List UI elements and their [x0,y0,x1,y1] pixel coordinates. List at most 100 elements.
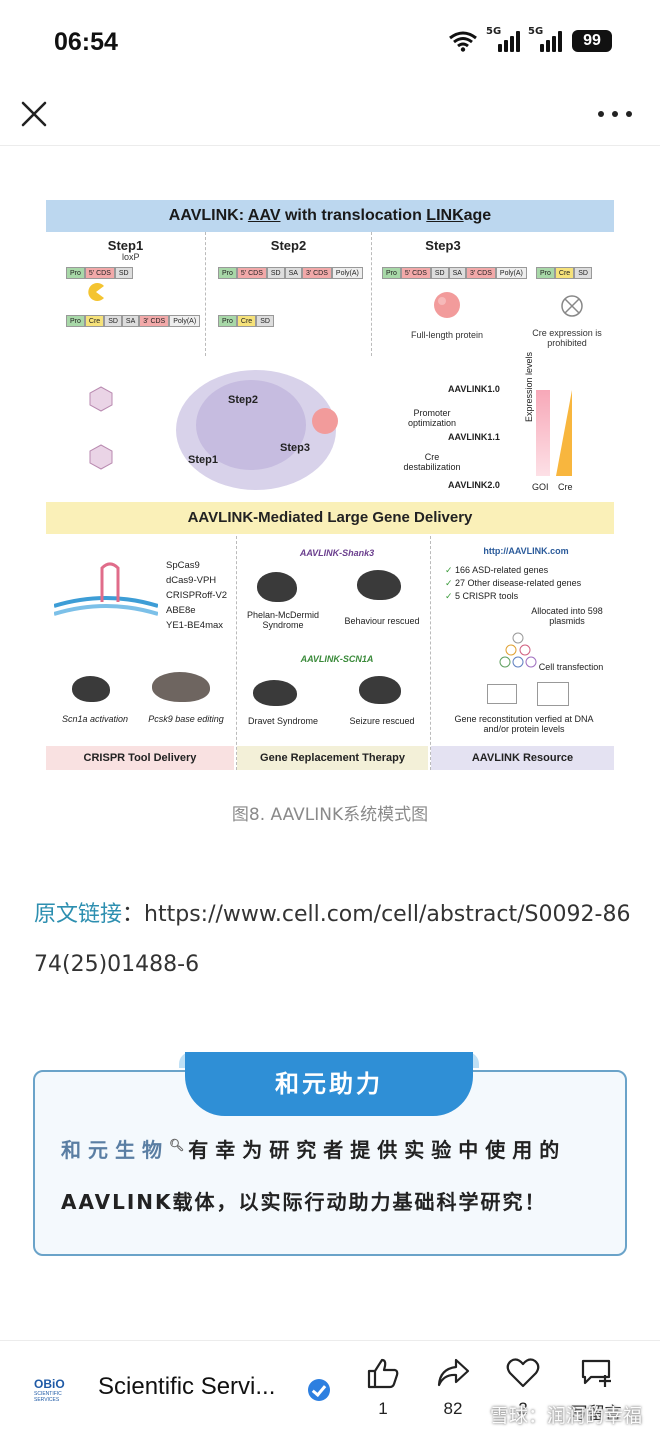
version-note: Promoter optimization [407,408,457,428]
account-logo[interactable]: OBiO SCIENTIFIC SERVICES [34,1377,65,1403]
status-bar: 06:54 5G 5G 99 [0,0,660,86]
crispr-panel: SpCas9 dCas9-VPH CRISPRoff-V2 ABE8e YE1-… [46,536,234,770]
crispr-example: Scn1a activation [61,714,129,724]
full-length-caption: Full-length protein [410,330,484,340]
step1-panel: Step1 loxP Pro 5' CDS SD Pro Cre SD SA 3… [46,232,206,356]
protein-icon [312,408,338,434]
cassette: Pro 5' CDS SD SA 3' CDS Poly(A) [218,266,363,280]
cassette: Pro 5' CDS SD [66,266,133,280]
verified-badge-icon [308,1379,330,1401]
version-panel: AAVLINK1.0 Promoter optimization AAVLINK… [396,352,606,500]
step-title: Step2 [270,238,307,253]
share-button[interactable]: 82 [428,1357,478,1419]
step3-panel: Step3 Pro 5' CDS SD SA 3' CDS Poly(A) Pr… [372,232,614,356]
blot-image [537,682,569,706]
steps-row: Step1 loxP Pro 5' CDS SD Pro Cre SD SA 3… [46,232,614,356]
expression-axis-label: Expression levels [524,351,534,422]
crispr-dna-illustration [54,562,158,616]
mechanism-panel: Step2 Step1 Step3 AAVLINK1.0 Promoter op… [46,352,614,500]
share-icon [437,1358,470,1387]
status-icons: 5G 5G 99 [448,26,612,52]
resource-list: ✓ 166 ASD-related genes ✓ 27 Other disea… [445,565,582,601]
watermark: 雪球：润润的幸福 [489,1405,642,1427]
battery-indicator: 99 [572,30,612,52]
resource-transfection: Cell transfection [538,662,604,672]
scn1a-title: AAVLINK-SCN1A [300,654,374,664]
gene-therapy-panel: AAVLINK-Shank3 Phelan-McDermid Syndrome … [236,536,428,770]
cassette: Pro Cre SD SA 3' CDS Poly(A) [66,314,201,328]
scn1a-outcome: Seizure rescued [349,716,415,726]
share-count: 82 [443,1399,463,1418]
mouse-illustration [152,672,210,702]
source-link-label: 原文链接 [34,902,123,927]
mouse-illustration [359,676,401,704]
scn1a-condition: Dravet Syndrome [247,716,319,726]
plasmid-pyramid-icon [499,632,537,668]
version-label: AAVLINK2.0 [448,480,500,490]
cre-expression-bar [556,390,572,476]
comment-add-icon [581,1359,611,1387]
figure-header: AAVLINK: AAV with translocation LINKage [46,200,614,232]
loxp-label: loxP [122,252,140,262]
crispr-example: Pcsk9 base editing [148,714,224,724]
more-options-icon[interactable] [598,108,632,120]
cell-signal-icon: 5G [486,26,520,52]
mouse-illustration [72,676,110,702]
aav-virus-icon [89,386,113,412]
step2-label: Step2 [228,394,258,406]
heart-icon [506,1358,540,1388]
mouse-illustration [253,680,297,706]
favorite-button[interactable]: 2 [498,1357,548,1419]
favorite-count: 2 [518,1399,528,1418]
cell-signal-icon: 5G [528,26,562,52]
cassette: Pro 5' CDS SD SA 3' CDS Poly(A) [382,266,527,280]
resource-allocated: Allocated into 598 plasmids [531,606,603,626]
panel-footer: AAVLINK Resource [431,746,614,770]
search-icon[interactable]: 🔍︎ [169,1138,185,1153]
prohibited-icon [561,295,583,317]
version-note: Cre destabilization [403,452,461,472]
cre-prohibited-caption: Cre expression is prohibited [532,328,602,348]
card-text-line: 和元生物🔍︎有幸为研究者提供实验中使用的 [61,1138,567,1162]
like-button[interactable]: 1 [358,1357,408,1419]
source-link-paragraph: 原文链接：https://www.cell.com/cell/abstract/… [34,902,631,977]
comment-button[interactable]: 写留言 [566,1357,626,1424]
card-text-line: AAVLINK载体，以实际行动助力基础科学研究！ [61,1190,547,1214]
wifi-icon [449,31,477,52]
resource-reconstitution: Gene reconstitution verfied at DNA and/o… [454,714,594,734]
top-nav [0,86,660,146]
like-count: 1 [378,1399,388,1418]
card-title: 和元助力 [275,1070,383,1098]
close-icon[interactable] [18,98,50,130]
panel-footer: Gene Replacement Therapy [237,746,428,770]
crispr-tools-list: SpCas9 dCas9-VPH CRISPRoff-V2 ABE8e YE1-… [166,560,228,631]
resource-panel: http://AAVLINK.com ✓ 166 ASD-related gen… [430,536,614,770]
step3-label: Step3 [280,442,310,454]
source-link-url[interactable]: https://www.cell.com/cell/abstract/S0092… [34,902,631,977]
brand-link[interactable]: 和元生物 [61,1138,169,1162]
bottom-bar: OBiO SCIENTIFIC SERVICES Scientific Serv… [0,1340,660,1438]
step2-panel: Step2 Pro 5' CDS SD SA 3' CDS Poly(A) Pr… [206,232,372,356]
clock: 06:54 [54,28,118,56]
protein-icon [434,292,460,318]
thumbs-up-icon [367,1358,399,1389]
version-label: AAVLINK1.0 [448,384,500,394]
gel-image [487,684,517,704]
delivery-header: AAVLINK-Mediated Large Gene Delivery [46,502,614,534]
mouse-illustration [257,572,297,602]
goi-expression-bar [536,390,550,476]
account-name[interactable]: Scientific Servi... [98,1373,276,1400]
shank3-outcome: Behaviour rescued [344,616,420,626]
cassette: Pro Cre SD [536,266,592,280]
figure-caption: 图8. AAVLINK系统模式图 [231,805,429,825]
aav-virus-icon [89,444,113,470]
goi-label: GOI [532,482,549,492]
version-label: AAVLINK1.1 [448,432,500,442]
step-title: Step3 [425,238,461,253]
cre-recombinase-icon [88,283,104,301]
comment-label: 写留言 [570,1404,622,1423]
resource-url: http://AAVLINK.com [483,546,569,556]
step-title: Step1 [107,238,144,253]
promo-card: 和元助力 和元生物🔍︎有幸为研究者提供实验中使用的 AAVLINK载体，以实际行… [33,1052,627,1256]
shank3-condition: Phelan-McDermid Syndrome [246,610,320,630]
